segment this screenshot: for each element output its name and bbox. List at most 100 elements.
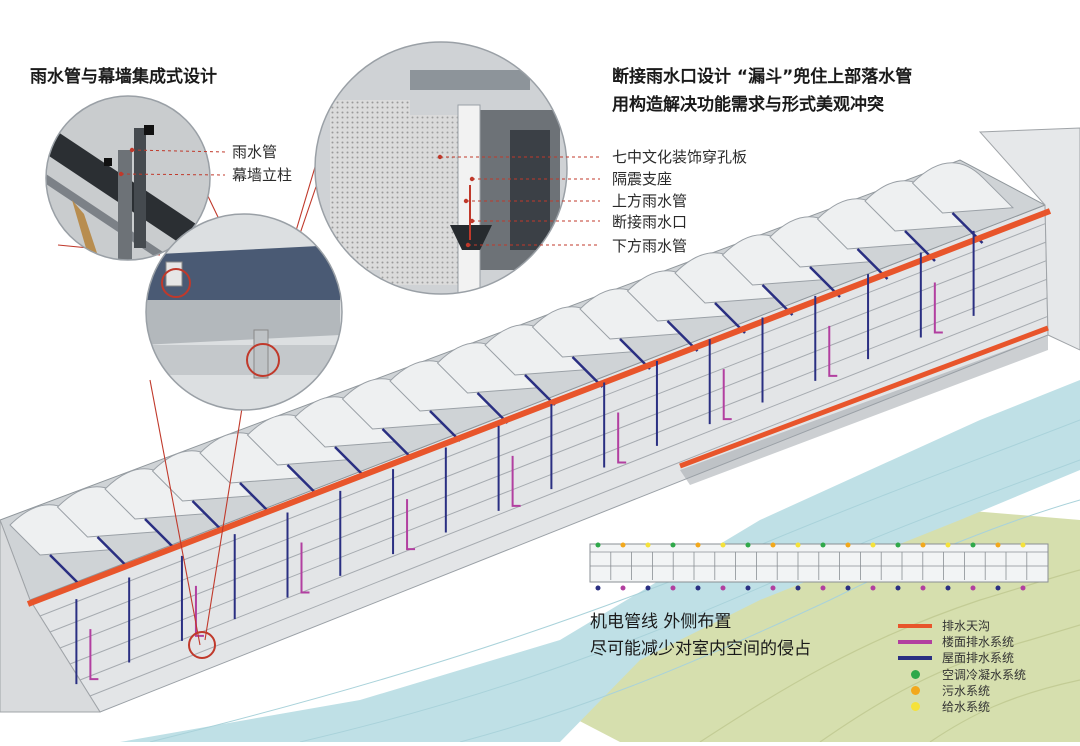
floor-downpipe — [511, 455, 521, 507]
floor-line — [69, 278, 1047, 665]
floor-downpipe — [89, 629, 99, 681]
floor-downpipe — [617, 412, 627, 464]
floor-downpipe — [933, 282, 943, 334]
callout-curtain-mullion: 幕墙立柱 — [232, 166, 293, 184]
floor-line — [79, 297, 1048, 681]
floor-line — [49, 241, 1047, 633]
roof-vault — [911, 162, 1015, 214]
strip-bottom-dot — [645, 585, 651, 591]
end-block-right — [978, 127, 1080, 351]
legend-label: 楼面排水系统 — [942, 635, 1015, 650]
callout-dot — [463, 198, 469, 204]
legend-dot-swatch — [911, 702, 920, 711]
strip-top-dot — [770, 542, 776, 548]
strip-bottom-dot — [745, 585, 751, 591]
strip-top-dot — [995, 542, 1001, 548]
roof-drain-segment — [286, 464, 319, 496]
callout-break-inlet: 断接雨水口 — [612, 213, 688, 231]
note-line1: 机电管线 外侧布置 — [590, 612, 732, 632]
legend-label: 空调冷凝水系统 — [942, 667, 1027, 682]
strip-bottom-dot — [920, 585, 926, 591]
strip-bottom-dot — [845, 585, 851, 591]
legend-item: 空调冷凝水系统 — [898, 666, 1026, 683]
legend-item: 污水系统 — [898, 682, 990, 699]
legend-dot-swatch — [911, 669, 920, 679]
strip-bottom-dot — [970, 585, 976, 591]
legend-dot-swatch — [911, 685, 920, 695]
detail-circle-a — [46, 96, 210, 260]
building-shadow-end — [680, 335, 1048, 485]
strip-bottom-dot — [770, 585, 776, 591]
callout-upper-pipe: 上方雨水管 — [612, 192, 688, 210]
legend-label: 给水系统 — [942, 700, 991, 714]
floor-line — [59, 260, 1047, 649]
legend-item: 排水天沟 — [898, 617, 990, 634]
legend-line-swatch — [898, 639, 932, 644]
legend-label: 污水系统 — [942, 683, 991, 698]
strip-top-dot — [945, 542, 951, 548]
legend-item: 楼面排水系统 — [898, 633, 1014, 650]
legend-label: 排水天沟 — [942, 619, 991, 633]
roof-drain-segment — [381, 428, 414, 460]
callout-dot — [469, 218, 475, 224]
strip-top-dot — [670, 542, 676, 548]
callout-rain-pipe: 雨水管 — [232, 143, 278, 161]
strip-bottom-dot — [795, 585, 801, 591]
strip-top-dot — [620, 542, 626, 548]
roof-drain-segment — [191, 500, 224, 532]
strip-top-dot — [845, 542, 851, 548]
callout-lower-pipe: 下方雨水管 — [612, 237, 688, 255]
strip-top-dot — [895, 542, 901, 548]
roof-drain-segment — [429, 410, 461, 442]
title-right-line1: 断接雨水口设计 “漏斗”兜住上部落水管 — [612, 67, 913, 87]
roof-drain-segment — [476, 392, 509, 424]
strip-top-dot — [645, 542, 651, 548]
strip-top-dot — [745, 542, 751, 548]
strip-bottom-dot — [945, 585, 951, 591]
strip-top-dot — [795, 542, 801, 548]
strip-bottom-dot — [895, 585, 901, 591]
strip-top-dot — [820, 542, 826, 548]
strip-bottom-dot — [720, 585, 726, 591]
callout-perforated-panel: 七中文化装饰穿孔板 — [612, 148, 748, 166]
floor-downpipe — [722, 369, 732, 421]
legend-line-swatch — [898, 655, 932, 660]
callout-isolation-bearing: 隔震支座 — [612, 170, 673, 188]
strip-top-dot — [970, 542, 976, 548]
callout-dot — [437, 154, 443, 160]
callout-dot — [469, 176, 475, 182]
river — [0, 380, 1080, 742]
strip-top-dot — [720, 542, 726, 548]
strip-top-dot — [920, 542, 926, 548]
strip-bottom-dot — [695, 585, 701, 591]
roof-drain-segment — [524, 374, 556, 406]
title-right-line2: 用构造解决功能需求与形式美观冲突 — [612, 95, 884, 115]
legend-label: 屋面排水系统 — [942, 651, 1015, 666]
strip-top-dot — [870, 542, 876, 548]
callout-dot — [118, 171, 124, 177]
callout-dot — [465, 242, 471, 248]
floor-downpipe — [828, 325, 838, 377]
legend-item: 给水系统 — [898, 698, 990, 715]
legend-item: 屋面排水系统 — [898, 649, 1014, 666]
detail-circle-c — [315, 42, 567, 294]
roof-drain-segment — [96, 536, 129, 568]
strip-bottom-dot — [595, 585, 601, 591]
strip-bottom-dot — [670, 585, 676, 591]
floor-line — [89, 315, 1048, 697]
roof-drain-segment — [49, 554, 81, 586]
title-left: 雨水管与幕墙集成式设计 — [30, 67, 217, 87]
floor-downpipe — [194, 585, 204, 637]
roof-drain-segment — [239, 482, 271, 514]
floor-downpipe — [300, 542, 310, 594]
callout-dot — [129, 147, 135, 153]
roof-drain-segment — [334, 446, 366, 478]
strip-top-dot — [1020, 542, 1026, 548]
legend-line-swatch — [898, 623, 932, 628]
strip-bottom-dot — [870, 585, 876, 591]
floor-line — [39, 223, 1046, 617]
strip-top-dot — [695, 542, 701, 548]
strip-bottom-dot — [1020, 585, 1026, 591]
